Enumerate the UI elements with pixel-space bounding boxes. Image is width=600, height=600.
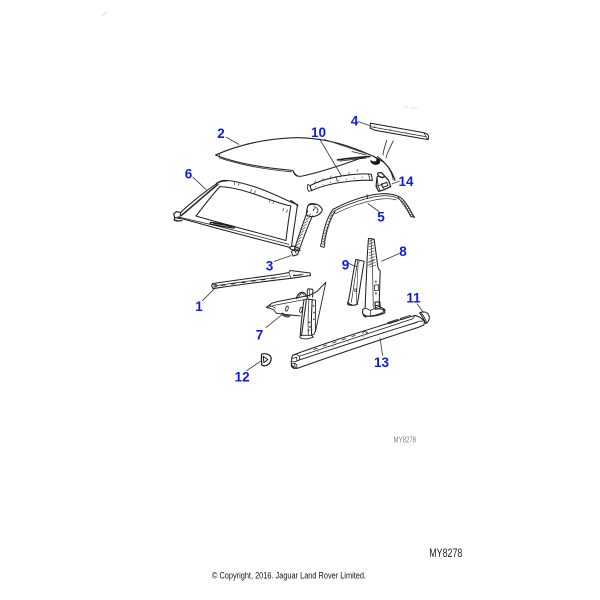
svg-text:4: 4 bbox=[351, 114, 359, 129]
svg-text:6: 6 bbox=[185, 167, 193, 182]
svg-text:14: 14 bbox=[398, 174, 414, 189]
svg-text:12: 12 bbox=[235, 369, 250, 384]
svg-text:1: 1 bbox=[195, 299, 203, 314]
svg-text:13: 13 bbox=[374, 355, 390, 370]
svg-text:3: 3 bbox=[266, 258, 274, 273]
svg-text:7: 7 bbox=[256, 327, 264, 342]
svg-text:8: 8 bbox=[399, 244, 407, 259]
svg-text:MY8278: MY8278 bbox=[429, 547, 462, 560]
svg-text:MY8278: MY8278 bbox=[394, 436, 417, 445]
svg-text:10: 10 bbox=[311, 125, 326, 140]
svg-text:5: 5 bbox=[377, 210, 385, 225]
svg-text:9: 9 bbox=[342, 257, 350, 272]
svg-text:2: 2 bbox=[217, 126, 225, 141]
svg-text:11: 11 bbox=[406, 291, 421, 306]
svg-text:© Copyright, 2016. Jaguar Land: © Copyright, 2016. Jaguar Land Rover Lim… bbox=[212, 570, 366, 581]
